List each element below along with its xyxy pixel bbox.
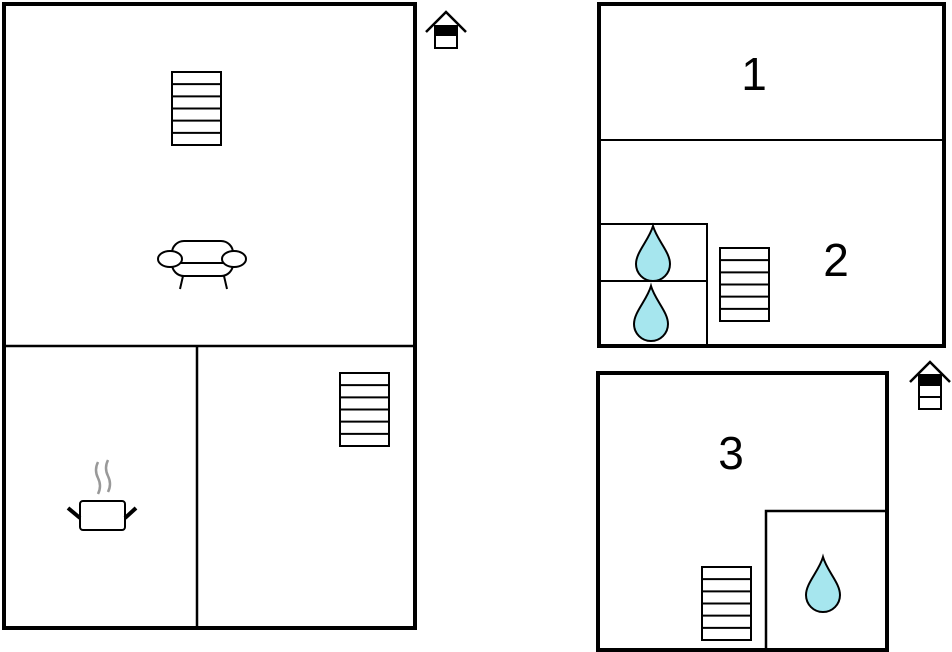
house-entrance-icon bbox=[425, 10, 467, 49]
stairs-icon bbox=[701, 566, 752, 641]
room-label-1: 1 bbox=[741, 48, 767, 100]
annex-floor bbox=[596, 371, 889, 652]
room-label-3: 3 bbox=[718, 427, 744, 479]
stairs-icon bbox=[719, 247, 770, 322]
ground-floor bbox=[2, 2, 417, 630]
cooking-pot-icon bbox=[66, 459, 138, 531]
water-drop-icon bbox=[632, 282, 670, 342]
house-entrance-icon bbox=[909, 360, 951, 410]
bathroom-wall bbox=[764, 509, 887, 650]
water-drop-icon bbox=[804, 553, 842, 613]
outer-wall bbox=[597, 2, 946, 348]
water-drop-icon bbox=[634, 222, 672, 282]
room-label-2: 2 bbox=[823, 234, 849, 286]
stairs-icon bbox=[171, 71, 222, 146]
outer-wall bbox=[2, 2, 417, 630]
sofa-icon bbox=[157, 240, 247, 290]
stairs-icon bbox=[339, 372, 390, 447]
